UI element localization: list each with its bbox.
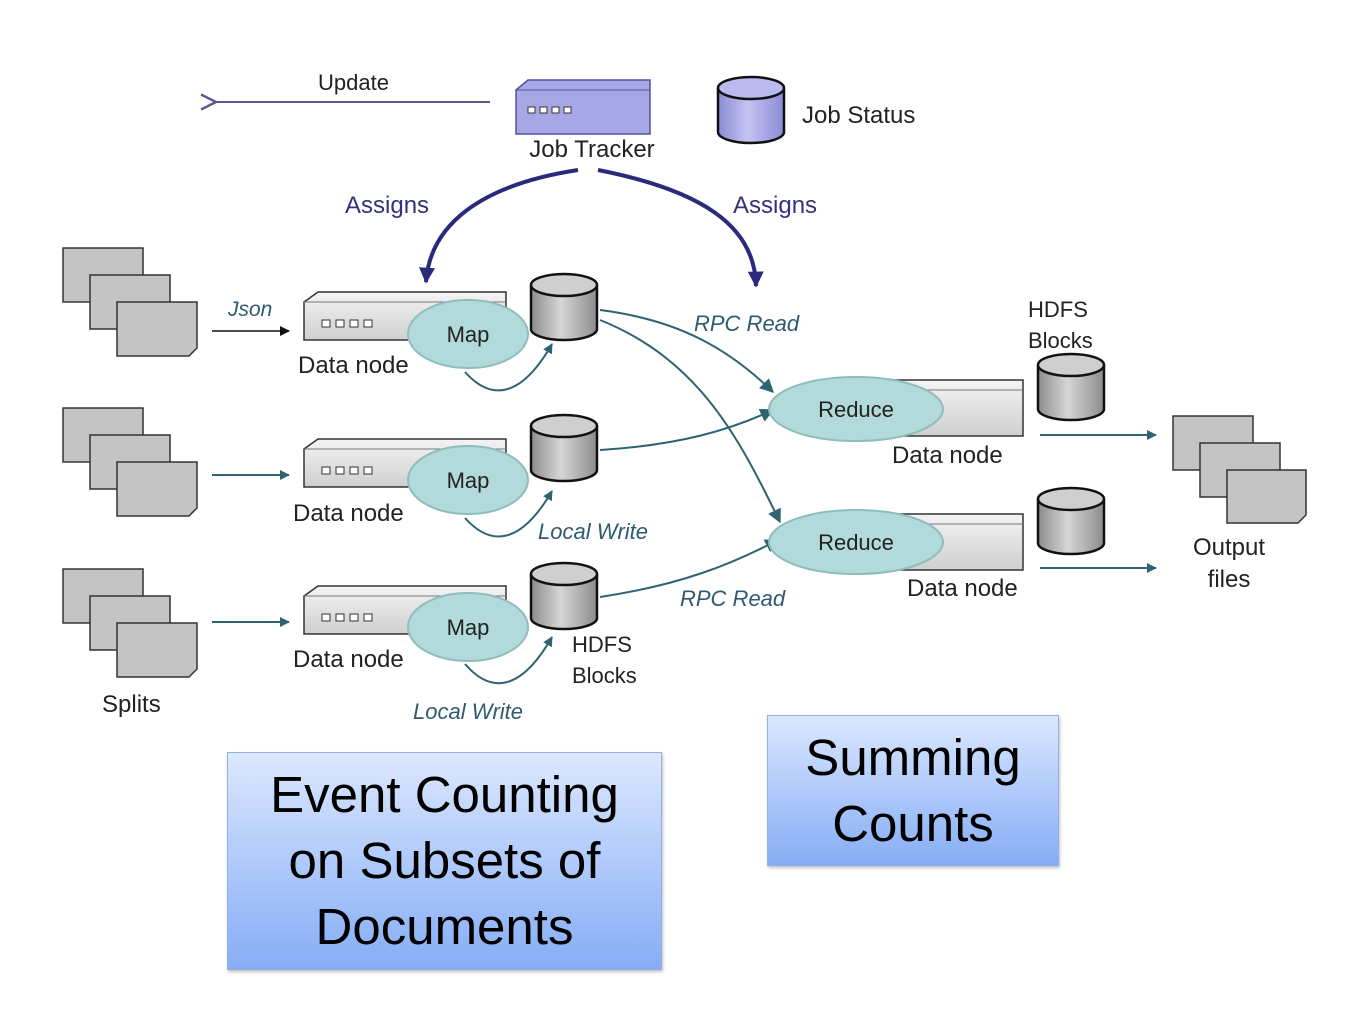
assigns-arrow-left [419, 168, 579, 284]
local-write-arrow [464, 636, 553, 685]
rpc-read-arrow [599, 309, 775, 393]
event-counting-text: Event Counting on Subsets of Documents [270, 766, 619, 955]
local-write-label: Local Write [413, 699, 523, 724]
data-node-label: Data node [293, 646, 404, 673]
assigns-left-label: Assigns [345, 192, 429, 219]
split-documents-icon [62, 407, 198, 517]
job-tracker-label: Job Tracker [529, 136, 654, 163]
rpc-read-label: RPC Read [694, 311, 800, 336]
rpc-read-arrow [599, 539, 780, 598]
map-task [407, 299, 529, 369]
data-node-label: Data node [892, 442, 1003, 469]
reduce-task [768, 376, 944, 442]
hdfs-blocks-label: HDFS [1028, 297, 1088, 322]
local-disk-icon [529, 561, 599, 631]
output-files-label: files [1208, 566, 1251, 593]
data-node-label: Data node [293, 500, 404, 527]
summing-counts-text: Summing Counts [805, 728, 1021, 852]
hdfs-disk-icon [1036, 486, 1106, 556]
rpc-read-arrow [599, 408, 775, 451]
split-documents-icon [62, 568, 198, 678]
data-node-label: Data node [907, 575, 1018, 602]
assigns-arrow-right [597, 168, 764, 288]
job-status-database-icon [716, 75, 786, 145]
json-label: Json [227, 298, 272, 321]
event-counting-callout: Event Counting on Subsets of Documents [227, 752, 662, 970]
map-task [407, 445, 529, 515]
local-write-arrow [464, 490, 553, 538]
rpc-read-label: RPC Read [680, 586, 786, 611]
reduce-label: Reduce [818, 530, 894, 555]
map-label: Map [447, 615, 490, 640]
data-node-label: Data node [298, 352, 409, 379]
hdfs-blocks-label: HDFS [572, 632, 632, 657]
output-files-icon [1172, 415, 1307, 524]
hdfs-blocks-label: Blocks [1028, 328, 1093, 353]
output-files-label: Output [1193, 534, 1265, 561]
rpc-read-arrow [599, 319, 781, 524]
hdfs-disk-icon [1036, 352, 1106, 422]
local-write-arrow [464, 343, 553, 392]
job-tracker-server [515, 79, 651, 135]
local-disk-icon [529, 272, 599, 342]
update-label: Update [318, 70, 389, 95]
reduce-label: Reduce [818, 397, 894, 422]
map-task [407, 592, 529, 662]
hdfs-blocks-label: Blocks [572, 663, 637, 688]
job-status-label: Job Status [802, 102, 915, 129]
map-label: Map [447, 468, 490, 493]
splits-label: Splits [102, 691, 161, 718]
local-disk-icon [529, 413, 599, 483]
split-documents-icon [62, 247, 198, 357]
map-label: Map [447, 322, 490, 347]
reduce-task [768, 509, 944, 575]
summing-counts-callout: Summing Counts [767, 715, 1059, 866]
local-write-label: Local Write [538, 519, 648, 544]
assigns-right-label: Assigns [733, 192, 817, 219]
